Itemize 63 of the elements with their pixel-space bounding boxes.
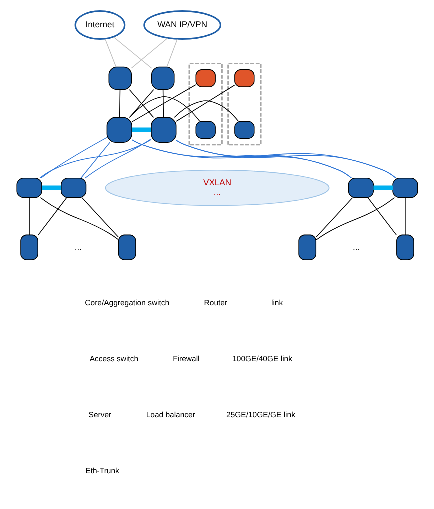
- node-box: [234, 70, 254, 88]
- node-box: [106, 117, 132, 143]
- node-ellipse: WAN IP/VPN: [143, 10, 221, 40]
- connector: [176, 140, 396, 179]
- legend-label: Server: [88, 410, 112, 420]
- legend-label: Firewall: [172, 354, 200, 364]
- connector: [162, 89, 164, 118]
- legend-label: 100GE/40GE link: [232, 354, 292, 364]
- connector: [130, 38, 168, 69]
- node-box: [396, 234, 414, 260]
- cluster: [227, 62, 262, 146]
- node-box: [20, 234, 38, 260]
- node-box: [150, 66, 174, 90]
- connector: [40, 197, 118, 240]
- node-box: [195, 121, 216, 140]
- connector: [41, 186, 61, 190]
- connector: [118, 89, 120, 118]
- connector: [81, 198, 118, 238]
- connector: [112, 36, 152, 69]
- node-box: [108, 66, 132, 90]
- connector: [166, 38, 178, 68]
- connector: [367, 198, 397, 236]
- node-box: [298, 234, 316, 260]
- node-box: [60, 178, 86, 198]
- connector: [37, 198, 67, 236]
- connector: [174, 100, 238, 122]
- node-box: [348, 178, 374, 198]
- node-box: [234, 121, 254, 140]
- connector: [104, 38, 116, 68]
- connector: [80, 142, 110, 179]
- node-box: [195, 70, 216, 88]
- node-ellipse: VXLAN ...: [104, 170, 330, 206]
- connector: [128, 96, 200, 122]
- node-ellipse: Internet: [74, 10, 126, 40]
- connector: [373, 186, 393, 190]
- connector: [176, 85, 235, 122]
- legend-label: Eth-Trunk: [85, 466, 119, 476]
- connector: [28, 198, 30, 236]
- connector: [131, 140, 352, 179]
- label: ...: [352, 242, 360, 252]
- connector: [40, 137, 108, 179]
- legend-label: Load balancer: [146, 410, 195, 420]
- node-box: [118, 234, 136, 260]
- connector: [404, 198, 406, 236]
- connector: [131, 140, 396, 179]
- legend-label: Access switch: [89, 354, 138, 364]
- label: ...: [74, 242, 82, 252]
- connector: [131, 84, 196, 122]
- connector: [84, 138, 152, 179]
- connector: [316, 198, 353, 238]
- connector: [128, 89, 154, 118]
- legend-label: link: [270, 298, 283, 308]
- cluster: [188, 62, 222, 146]
- node-box: [392, 178, 418, 198]
- connector: [176, 140, 352, 179]
- connector: [39, 139, 152, 179]
- node-box: [150, 117, 176, 143]
- legend-label: Router: [204, 298, 228, 308]
- connector: [316, 197, 395, 240]
- legend-label: 25GE/10GE/GE link: [226, 410, 295, 420]
- connector: [132, 128, 151, 132]
- node-box: [16, 178, 42, 198]
- legend-label: Core/Aggregation switch: [84, 298, 170, 308]
